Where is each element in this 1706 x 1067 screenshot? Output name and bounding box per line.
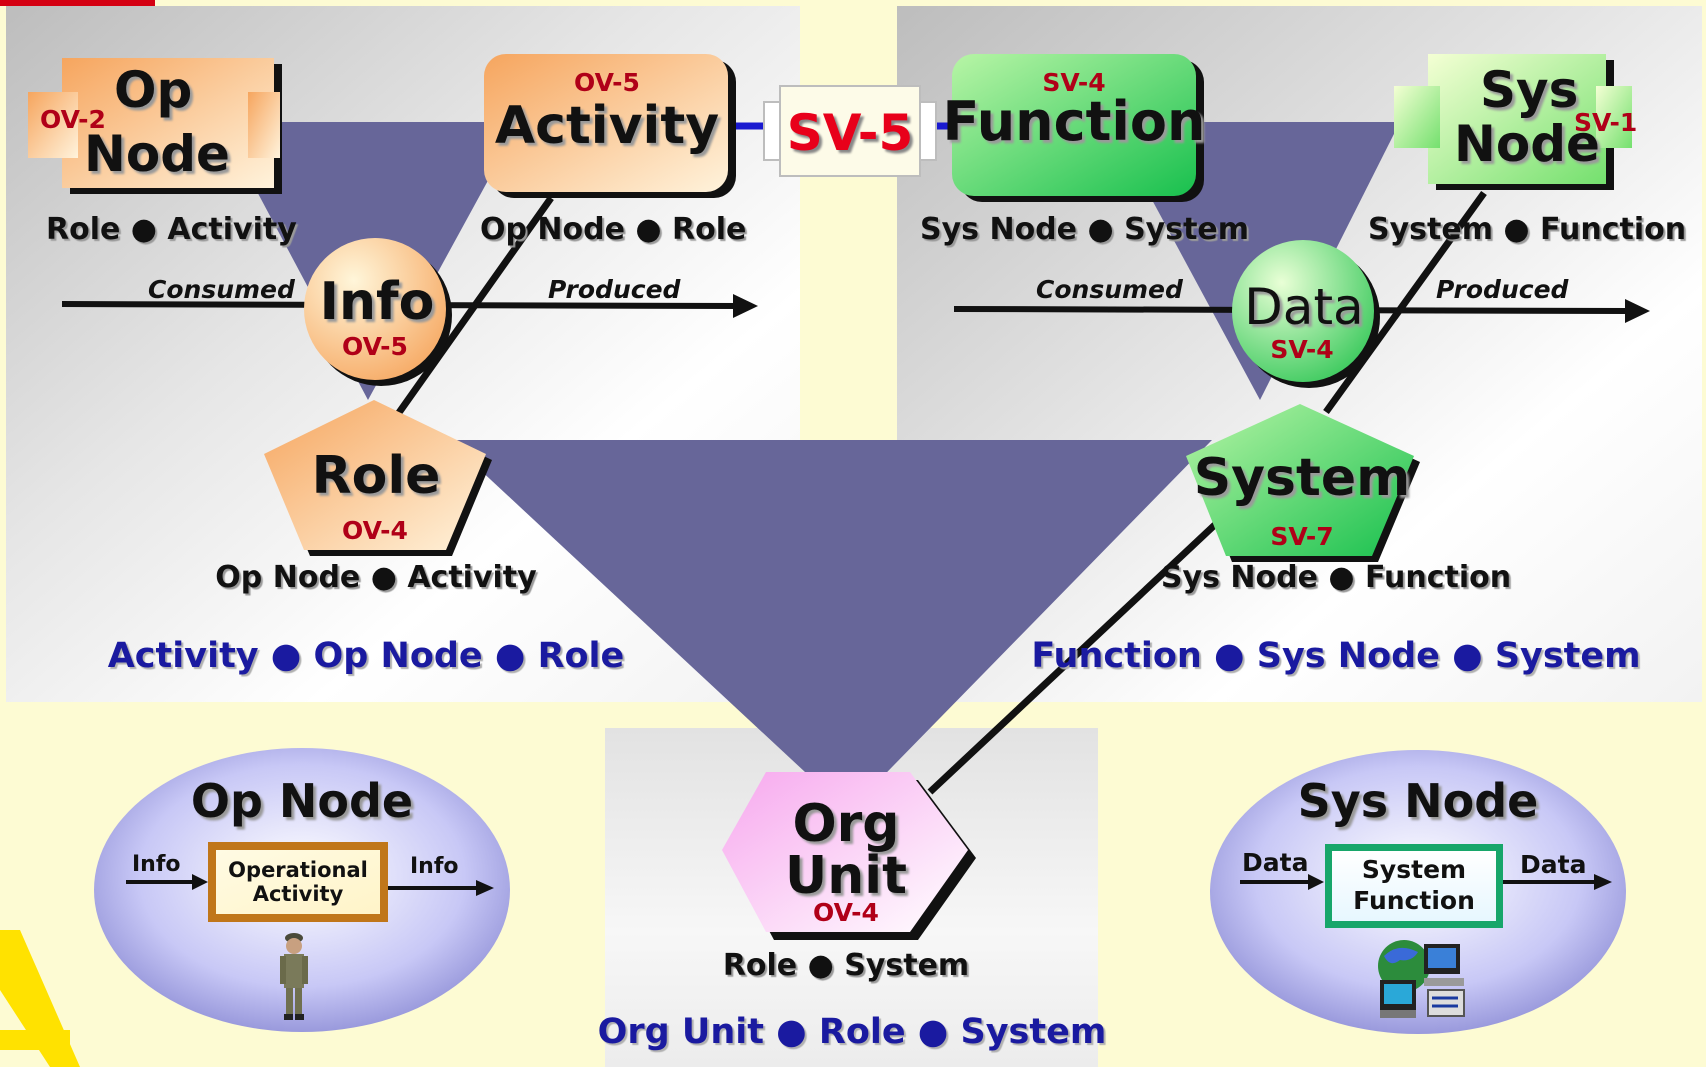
system-pentagon [1186, 404, 1414, 556]
operational-activity-box [216, 850, 380, 914]
op-node-title-line2: Node [84, 125, 230, 183]
soldier-icon [280, 933, 308, 1020]
org-unit-title-line1: Org [792, 794, 900, 854]
function-box [952, 54, 1196, 196]
op-node-tab-right [248, 92, 280, 158]
sys-node-title-line1: Sys [1480, 61, 1579, 119]
op-node-out-label: Info [410, 854, 459, 879]
sys-node-relation: System ● Function [1368, 212, 1687, 247]
sys-node-out-label: Data [1520, 850, 1587, 879]
op-node-relation: Role ● Activity [46, 212, 297, 247]
op-node-title-line1: Op [114, 61, 193, 119]
org-summary: Org Unit ● Role ● System [597, 1012, 1107, 1052]
sys-node-in-label: Data [1242, 848, 1309, 877]
sys-node-title-line2: Node [1454, 115, 1600, 173]
role-code: OV-4 [342, 516, 408, 545]
op-summary: Activity ● Op Node ● Role [107, 636, 625, 676]
system-function-line1: System [1361, 855, 1467, 884]
org-unit-title-line2: Unit [785, 846, 907, 906]
networked-computers-icon [1378, 940, 1465, 1018]
activity-box [484, 54, 728, 192]
op-out-arrowhead [476, 880, 494, 896]
org-unit-hexagon [722, 772, 968, 932]
sys-node-box [1428, 54, 1606, 184]
ov-consumed-label: Consumed [148, 275, 295, 304]
data-title: Data [1244, 278, 1364, 336]
sv5-label: SV-5 [786, 104, 914, 162]
sv-produced-label: Produced [1436, 275, 1569, 304]
sys-node-code: SV-1 [1574, 108, 1638, 137]
sv-diagonal-line [1323, 190, 1487, 415]
sys-node-tab-right [1596, 86, 1632, 148]
org-unit-relation: Role ● System [722, 948, 970, 983]
system-relation: Sys Node ● Function [1160, 560, 1512, 595]
role-pentagon [264, 400, 486, 550]
sv-flow-arrowhead [1625, 299, 1650, 323]
op-node-tab-left [28, 92, 78, 158]
accent-bar [0, 0, 155, 6]
operational-activity-line1: Operational [228, 858, 368, 882]
activity-code: OV-5 [574, 68, 640, 97]
system-code: SV-7 [1270, 522, 1334, 551]
function-code: SV-4 [1042, 68, 1106, 97]
system-function-line2: Function [1353, 886, 1475, 915]
org-unit-code: OV-4 [813, 898, 879, 927]
sys-out-arrowhead [1594, 874, 1612, 890]
info-title: Info [319, 272, 435, 332]
op-in-arrowhead [192, 874, 208, 890]
yellow-accent-bar [0, 1030, 70, 1050]
sys-node-tab-left [1394, 86, 1440, 148]
operational-activity-line2: Activity [252, 882, 344, 906]
op-node-code: OV-2 [40, 105, 106, 134]
sv-consumed-label: Consumed [1036, 275, 1183, 304]
activity-relation: Op Node ● Role [480, 212, 747, 247]
sys-node-detail-title: Sys Node [1297, 774, 1539, 828]
role-title: Role [311, 446, 441, 506]
op-node-box [62, 58, 274, 188]
ov-flow-arrowhead [733, 294, 758, 318]
sys-summary: Function ● Sys Node ● System [1031, 636, 1641, 676]
big-triangle [448, 440, 1212, 812]
sv5-box-cross [779, 85, 921, 177]
op-node-detail-title: Op Node [190, 774, 414, 828]
sys-in-arrowhead [1308, 874, 1324, 890]
info-code: OV-5 [342, 332, 408, 361]
function-relation: Sys Node ● System [920, 212, 1250, 247]
data-code: SV-4 [1270, 335, 1334, 364]
role-relation: Op Node ● Activity [215, 560, 537, 595]
ov-produced-label: Produced [548, 275, 681, 304]
right-edge-line [927, 517, 1223, 795]
data-circle [1232, 240, 1374, 382]
system-function-box [1332, 851, 1496, 921]
activity-title: Activity [494, 96, 720, 156]
op-node-in-label: Info [132, 852, 181, 877]
system-title: System [1193, 448, 1411, 508]
info-circle [304, 238, 446, 380]
function-title: Function [942, 90, 1206, 153]
